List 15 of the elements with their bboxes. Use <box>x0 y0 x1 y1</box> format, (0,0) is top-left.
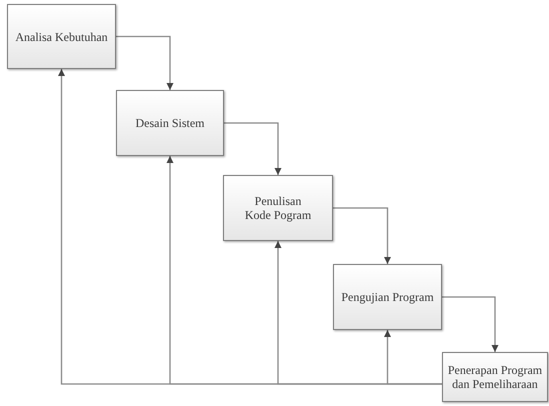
process-box <box>116 90 224 156</box>
process-box <box>333 264 442 330</box>
step-label: Penulisan Kode Pogram <box>244 194 312 222</box>
step-label: Penerapan Program dan Pemeliharaan <box>446 363 544 391</box>
flow-arrow <box>384 330 442 385</box>
flow-arrow <box>116 36 174 90</box>
step-label: Desain Sistem <box>136 116 204 130</box>
flow-arrow <box>333 207 391 264</box>
process-box <box>442 352 548 402</box>
step-label: Analisa Kebutuhan <box>15 30 108 44</box>
flow-arrow <box>442 296 498 352</box>
step-label: Pengujian Program <box>341 290 434 304</box>
process-box <box>223 175 333 241</box>
flow-arrow <box>224 122 282 175</box>
process-box <box>7 4 116 69</box>
